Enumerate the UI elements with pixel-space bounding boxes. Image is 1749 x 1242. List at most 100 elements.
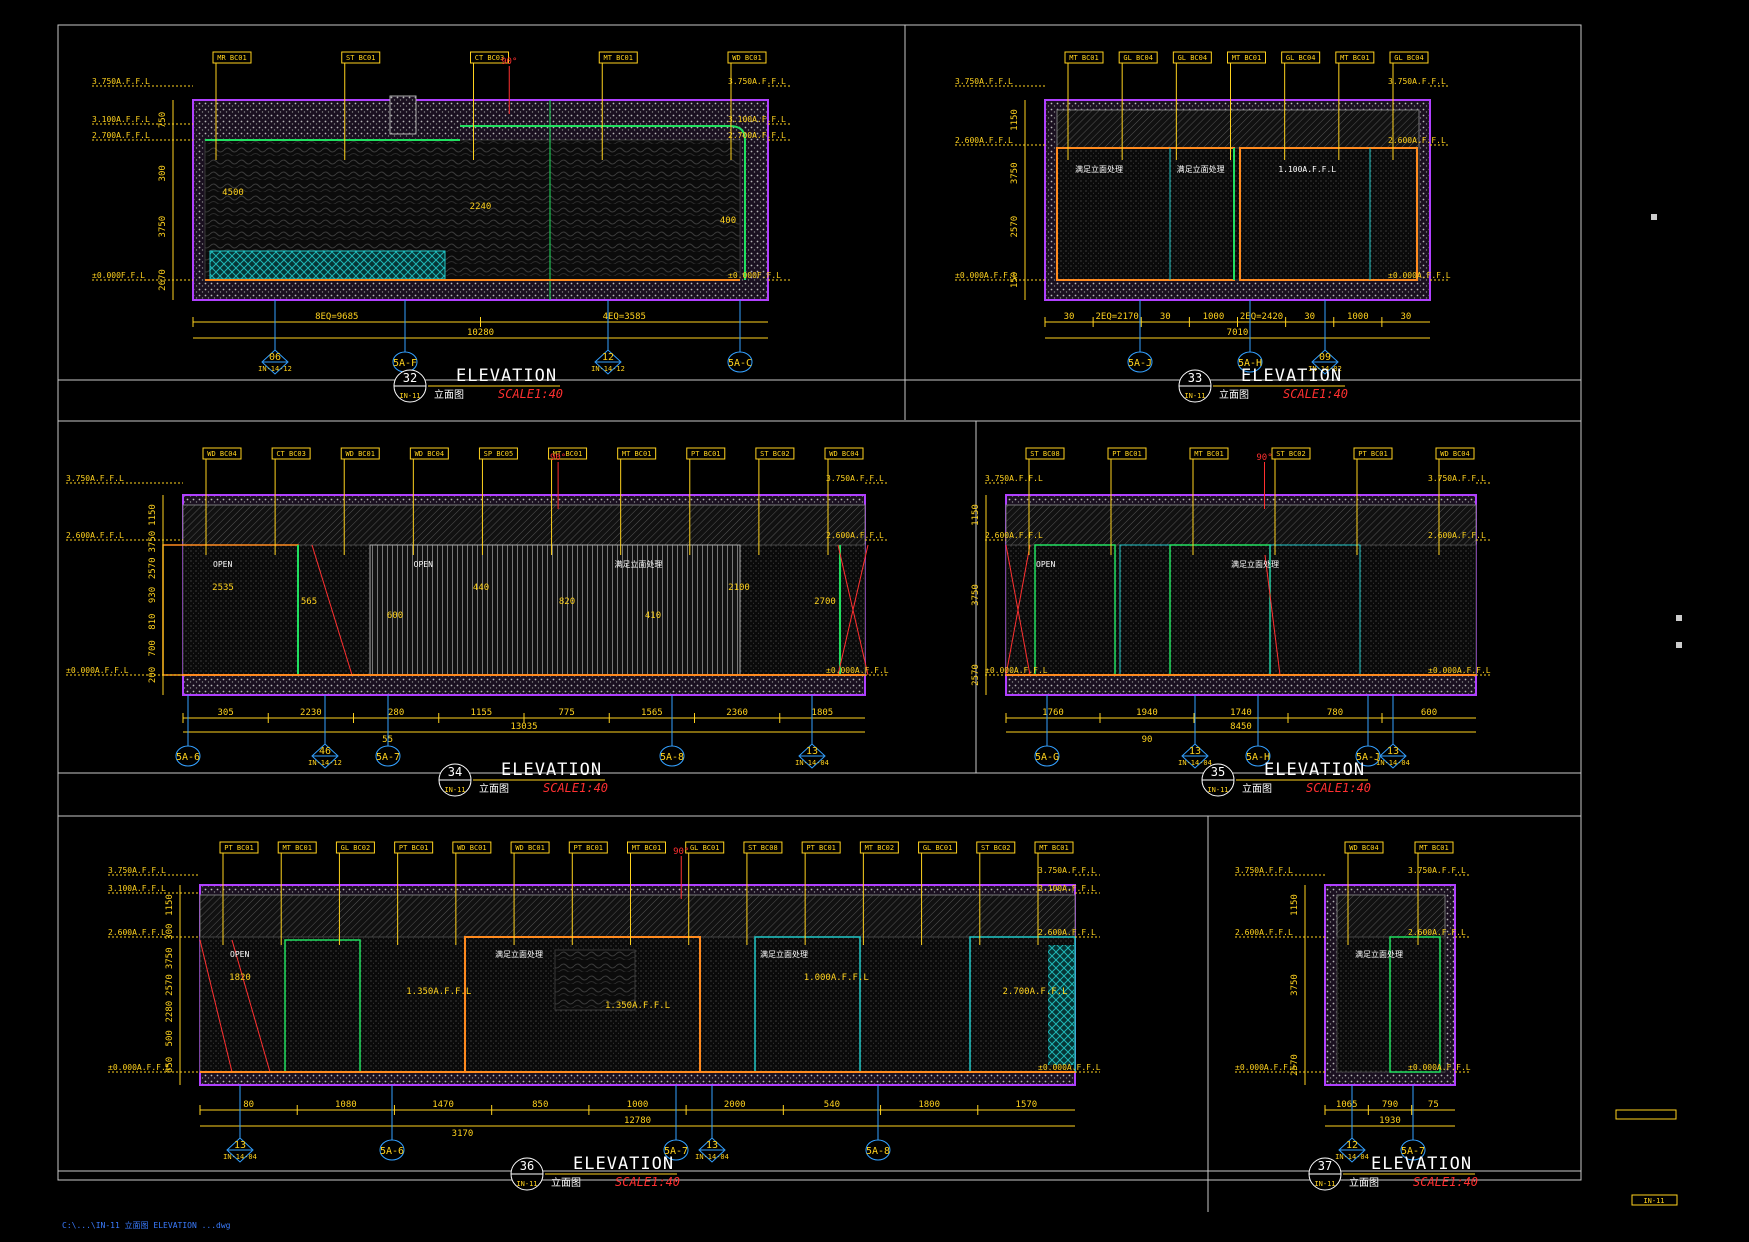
dimension-value: 1080 [335,1100,357,1110]
door-frame [1239,147,1418,281]
material-tag-label: MR BC01 [217,54,247,62]
sheet-number: IN-11 [1314,1180,1335,1188]
level-label: 3.750A.F.F.L [955,77,1013,86]
level-label: 2.600A.F.F.L [1388,136,1446,145]
legend-box [1615,1109,1677,1120]
grid-label: 5A-J [1356,752,1380,763]
material-tag-label: WD BC01 [457,844,487,852]
sheet-number: IN-11 [444,786,465,794]
material-tag [340,447,380,460]
material-tag-label: WD BC01 [732,54,762,62]
material-tag [686,447,726,460]
drawing-subtitle: 立面图 [434,388,464,401]
vertical-dimension: 150 [1010,272,1020,288]
elevation-37 [1324,884,1456,1086]
overall-dimension: 12780 [624,1116,651,1126]
grid-bubble [663,1139,689,1161]
panel-frame-33 [904,24,1582,381]
door-swing [837,544,869,676]
vertical-dimension: 2570 [1290,1054,1300,1076]
sheet-number: IN-11 [516,1180,537,1188]
drawing-note: 满足立面处理 [1177,164,1225,174]
dimension-value: 30 [1401,312,1412,322]
material-tag-label: ST BC02 [760,450,790,458]
inner-dimension: 400 [720,216,736,226]
material-tag-label: MT BC01 [1419,844,1449,852]
level-label: 2.600A.F.F.L [985,531,1043,540]
level-label: 2.600A.F.F.L [108,928,166,937]
level-label: ±0.000A.F.F.L [955,271,1018,280]
vertical-dimension: 1150 [148,504,158,526]
vertical-dimension: 3750 [158,216,168,238]
material-tag [470,51,509,64]
vertical-dimension: 2280 [165,1001,175,1023]
material-tag [219,841,259,854]
level-label: 3.100A.F.F.L [728,115,786,124]
drawing-subtitle: 立面图 [1242,782,1272,795]
material-tag-label: MT BC01 [553,450,583,458]
material-tag [394,841,434,854]
angle-label: 90° [1256,453,1272,463]
level-label: 2.700A.F.F.L [92,131,150,140]
material-tag-label: WD BC04 [207,450,237,458]
level-label: 2.600A.F.F.L [955,136,1013,145]
dimension-value: 1740 [1230,708,1252,718]
material-tag-label: GL BC04 [1178,54,1208,62]
material-tag-label: MT BC01 [1069,54,1099,62]
material-tag-label: PT BC01 [691,450,721,458]
material-tag [1227,51,1266,64]
material-tag-label: CT BC03 [475,54,505,62]
drawing-scale: SCALE1:40 [1283,387,1348,401]
grid-label: 5A-H [1246,752,1270,763]
grid-label: 5A-6 [176,752,200,763]
section-number: 13 [234,1140,246,1151]
vertical-dimension: 750 [158,112,168,128]
material-tag [1025,447,1065,460]
section-code: IN-14-12 [591,365,625,373]
material-tag-label: GL BC04 [1286,54,1316,62]
sheet-number: IN-11 [399,392,420,400]
elevation-33 [1044,99,1431,301]
grid-label: 5A-H [1238,358,1262,369]
level-label: 3.750A.F.F.L [1408,866,1466,875]
inner-dimension: 1.000A.F.F.L [804,973,869,983]
wall-panel [1005,544,1477,676]
drawing-number: 36 [520,1159,534,1173]
vertical-dimension: 200 [148,667,158,683]
dimension-value: 1800 [918,1100,940,1110]
ceiling-hatch [1005,504,1477,546]
drawing-note: OPEN [230,950,249,959]
drawing-subtitle: 立面图 [479,782,509,795]
door-swing [1005,544,1031,676]
dimension-value: 2000 [724,1100,746,1110]
column-section [389,95,417,135]
section-code: IN-14-04 [1335,1153,1369,1161]
vertical-dimension: 2570 [148,557,158,579]
dimension-value: 600 [1421,708,1437,718]
vertical-dimension: 1150 [165,894,175,916]
dimension-value: 1470 [432,1100,454,1110]
grid-bubble [379,1139,405,1161]
panel-frame-37 [1207,815,1582,1172]
level-label: 3.750A.F.F.L [66,474,124,483]
overall-dimension: 8450 [1230,722,1252,732]
vertical-dimension: 300 [165,924,175,940]
inner-dimension: 1820 [229,973,251,983]
level-label: 3.750A.F.F.L [92,77,150,86]
drawing-number: 34 [448,765,462,779]
dimension-value: 2230 [300,708,322,718]
drawing-note: OPEN [414,560,433,569]
level-label: ±0.000A.F.F.L [1235,1063,1298,1072]
vertical-dimension: 930 [148,587,158,603]
material-tag [478,447,518,460]
section-number: 13 [806,746,818,757]
overall-dimension: 1930 [1379,1116,1401,1126]
vertical-dimension: 1150 [971,504,981,526]
drawing-note: OPEN [213,560,232,569]
drawing-title: ELEVATION [501,760,602,780]
material-tag-label: MT BC01 [632,844,662,852]
overall-dimension: 10280 [467,328,494,338]
level-label: ±0.000A.F.F.L [1038,1063,1101,1072]
